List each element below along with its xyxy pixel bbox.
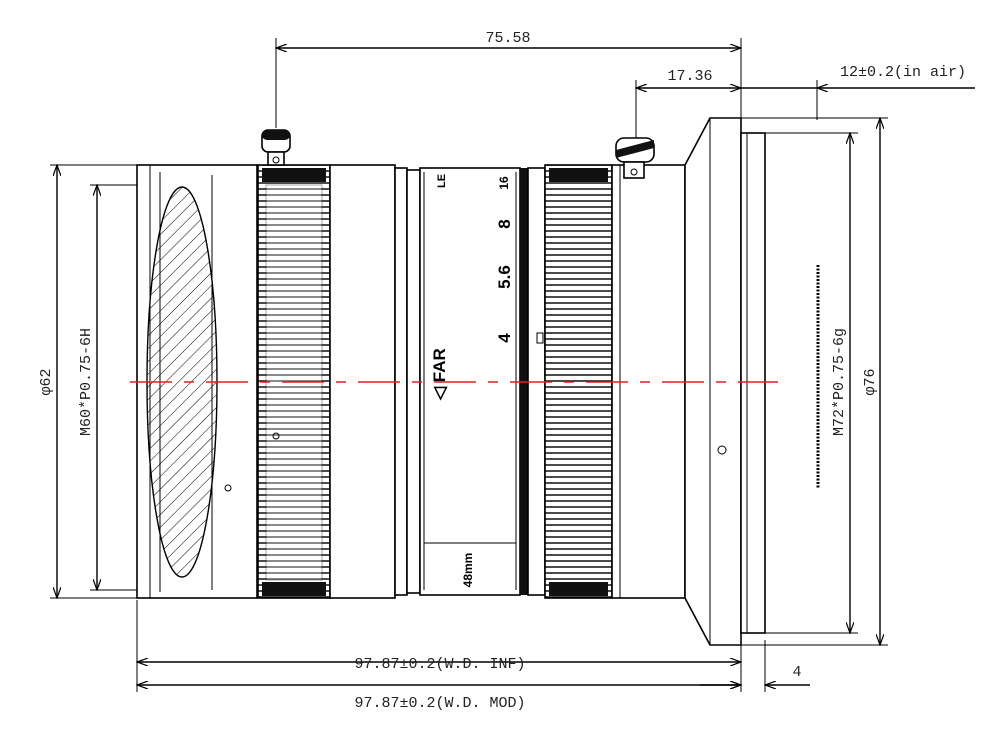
aperture-4: 4 (495, 333, 514, 343)
aperture-16: 16 (497, 176, 511, 190)
aperture-8: 8 (495, 219, 514, 228)
aperture-5-6: 5.6 (495, 265, 514, 289)
top-mark: LE (436, 174, 448, 188)
set-screw-icon (615, 137, 655, 179)
dim-thread-length: 4 (792, 664, 801, 681)
lens-markings: ◁ FAR 4 5.6 8 16 LE 48mm (430, 174, 514, 587)
dimension-labels: 75.58 17.36 12±0.2(in air) φ62 M60*P0.75… (38, 30, 966, 712)
dim-flange-back: 12±0.2(in air) (840, 64, 966, 81)
dim-back-offset: 17.36 (667, 68, 712, 85)
dim-rear-diameter: φ76 (862, 368, 879, 395)
focal-length-label: 48mm (461, 553, 475, 588)
dim-front-thread: M60*P0.75-6H (78, 328, 95, 436)
dim-front-diameter: φ62 (38, 368, 55, 395)
focus-far-label: ◁ FAR (430, 348, 449, 401)
dim-overall-top: 75.58 (485, 30, 530, 47)
dim-rear-thread: M72*P0.75-6g (831, 328, 848, 436)
set-screw-icon (261, 129, 291, 166)
dim-length-inf: 97.87±0.2(W.D. INF) (354, 656, 525, 673)
dim-length-mod: 97.87±0.2(W.D. MOD) (354, 695, 525, 712)
dimension-lines (57, 48, 975, 685)
